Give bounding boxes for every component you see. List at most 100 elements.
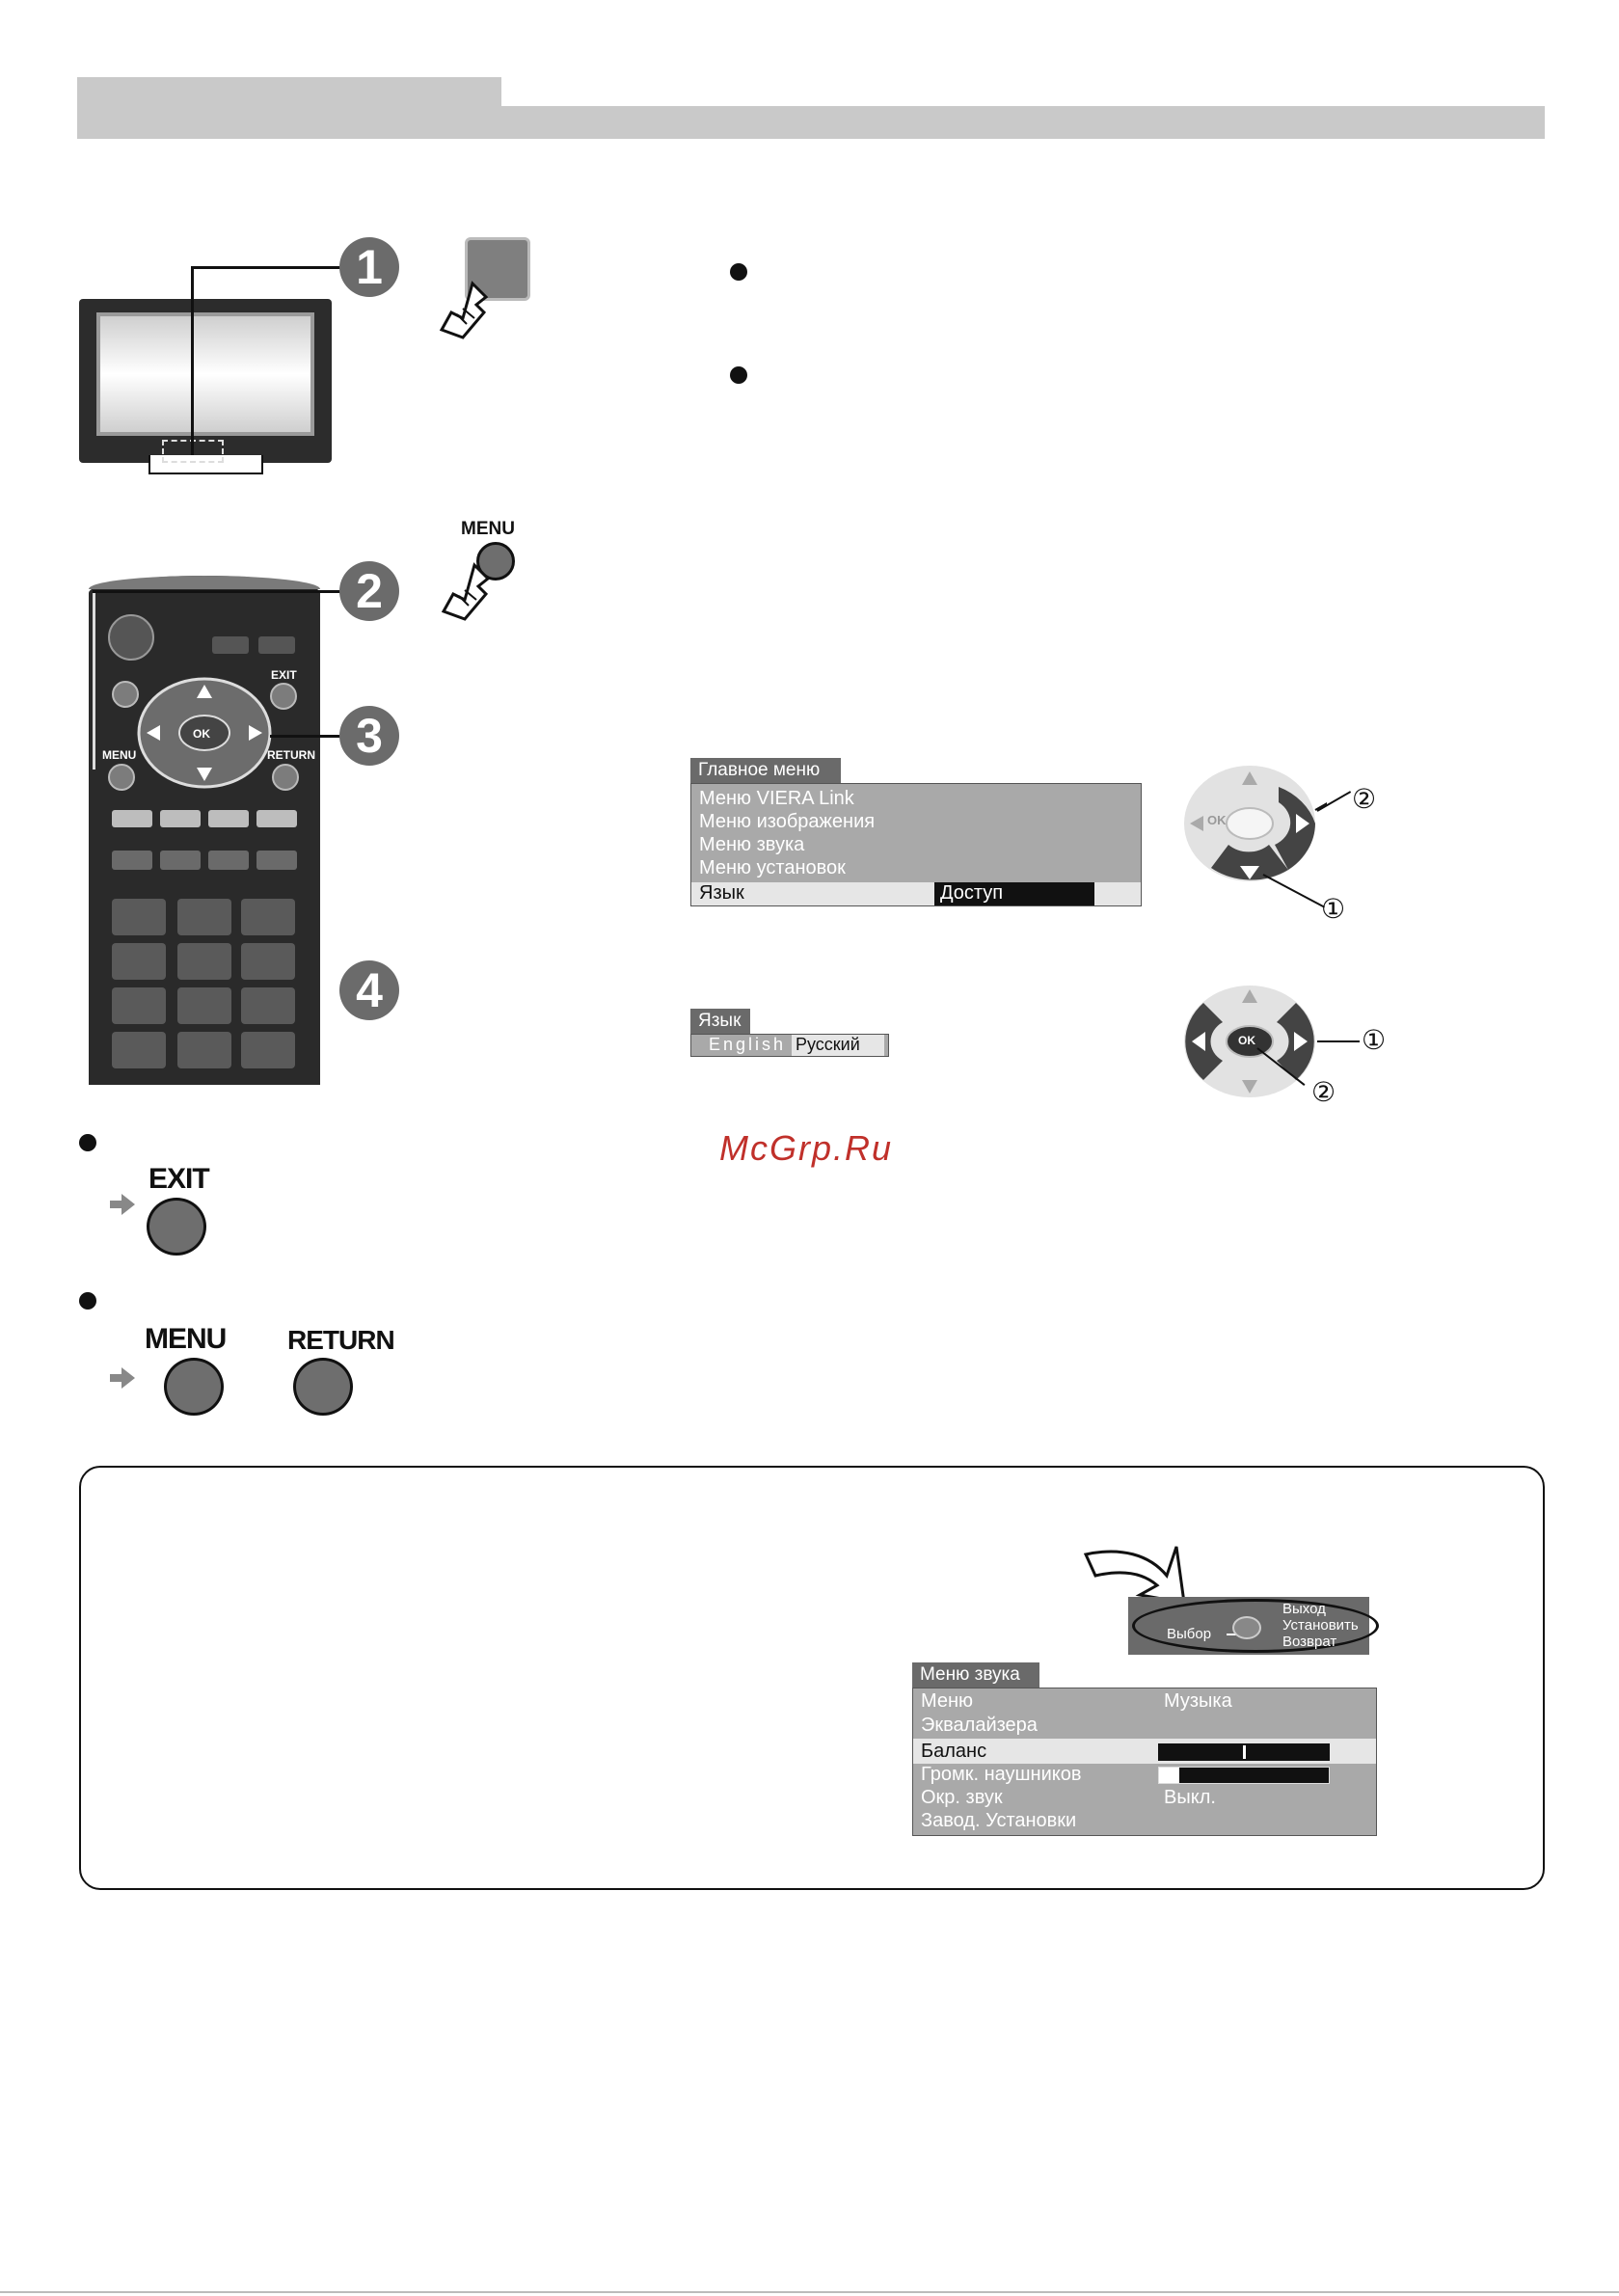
remote-menu-label: MENU <box>102 748 137 762</box>
main-menu-value: Доступ <box>940 882 1004 904</box>
arrow-right-icon <box>110 1194 135 1215</box>
sound-menu-item[interactable]: Завод. Установки <box>921 1810 1077 1831</box>
remote-button <box>208 851 249 870</box>
sound-menu-title: Меню звука <box>912 1662 1039 1688</box>
remote-number-button <box>112 1032 166 1068</box>
main-menu-value-field: Доступ <box>934 882 1094 905</box>
sound-menu-item[interactable]: Эквалайзера <box>921 1715 1038 1736</box>
pointing-hand-icon <box>441 562 491 621</box>
leader-line <box>191 266 194 455</box>
sound-menu-balance-item: Баланс <box>921 1741 987 1762</box>
remote-small-button <box>212 636 249 654</box>
menu-label: MENU <box>145 1323 227 1355</box>
dpad-down-right-icon <box>1184 766 1327 881</box>
remote-number-button <box>177 1032 231 1068</box>
main-menu-item[interactable]: Меню VIERA Link <box>699 788 854 809</box>
remote-button <box>256 851 297 870</box>
marker-2: ② <box>1352 784 1377 814</box>
exit-button[interactable] <box>147 1198 206 1256</box>
language-option-selected[interactable]: Русский <box>792 1035 884 1056</box>
help-exit: Выход <box>1282 1601 1326 1617</box>
help-select: Выбор <box>1167 1626 1212 1642</box>
tv-stand <box>148 455 263 474</box>
mini-dpad-icon <box>1232 1616 1261 1639</box>
tv-button-icon <box>465 237 530 301</box>
dpad-ok-label: OK <box>1207 813 1227 827</box>
remote-color-button <box>160 810 201 827</box>
main-menu-item[interactable]: Меню изображения <box>699 811 876 832</box>
watermark: McGrp.Ru <box>719 1128 894 1168</box>
sound-menu-panel: Меню Музыка Эквалайзера Баланс Громк. на… <box>912 1688 1377 1836</box>
bullet <box>730 263 747 281</box>
remote-number-button <box>241 899 295 935</box>
header-bar <box>77 106 1545 139</box>
language-menu-title: Язык <box>690 1009 750 1034</box>
remote-top-edge <box>89 576 320 589</box>
leader-line <box>270 735 341 738</box>
step-3-badge: 3 <box>339 706 399 766</box>
sound-menu-selected-row[interactable]: Баланс <box>913 1739 1376 1764</box>
main-menu-selected-row[interactable]: Язык Доступ <box>691 882 1141 905</box>
language-option-english[interactable]: English <box>709 1035 787 1054</box>
main-menu-item[interactable]: Меню звука <box>699 834 805 855</box>
remote-number-button <box>112 899 166 935</box>
main-menu-language-item: Язык <box>699 882 744 904</box>
language-menu-panel: English Русский <box>690 1034 889 1057</box>
language-option-russian: Русский <box>796 1035 860 1054</box>
marker-1: ① <box>1321 894 1346 924</box>
main-menu-panel: Меню VIERA Link Меню изображения Меню зв… <box>690 783 1142 906</box>
leader-line <box>191 266 341 269</box>
tv-screen <box>96 312 314 436</box>
sound-menu-value: Выкл. <box>1164 1787 1216 1808</box>
leader-line <box>93 590 95 770</box>
info-box <box>79 1466 1545 1890</box>
bullet <box>79 1134 96 1151</box>
remote-number-button <box>177 943 231 980</box>
sound-menu-item[interactable]: Громк. наушников <box>921 1764 1082 1785</box>
step-1-badge: 1 <box>339 237 399 297</box>
remote-number-button <box>112 987 166 1024</box>
help-return: Возврат <box>1282 1634 1337 1650</box>
remote-small-button <box>258 636 295 654</box>
bullet <box>730 366 747 384</box>
page-bottom-rule <box>0 2291 1619 2293</box>
balance-slider[interactable] <box>1158 1743 1330 1761</box>
remote-color-button <box>208 810 249 827</box>
bullet <box>79 1292 96 1310</box>
remote-color-button <box>112 810 152 827</box>
remote-exit-button <box>270 683 297 710</box>
sound-menu-item[interactable]: Окр. звук <box>921 1787 1003 1808</box>
leader-line <box>1317 1040 1360 1042</box>
balance-slider-marker[interactable] <box>1243 1745 1246 1759</box>
remote-number-button <box>241 1032 295 1068</box>
marker-2: ② <box>1311 1077 1336 1107</box>
headphone-volume-slider[interactable] <box>1158 1767 1330 1784</box>
remote-number-button <box>241 943 295 980</box>
menu-button[interactable] <box>164 1358 224 1416</box>
sound-menu-value: Музыка <box>1164 1690 1232 1712</box>
remote-button <box>160 851 201 870</box>
remote-ok-label: OK <box>193 727 210 741</box>
return-button[interactable] <box>293 1358 353 1416</box>
main-menu-item[interactable]: Меню установок <box>699 857 846 878</box>
main-menu-title: Главное меню <box>690 758 841 783</box>
remote-power-button <box>108 614 154 661</box>
menu-button-label: MENU <box>461 519 515 539</box>
arrow-right-icon <box>110 1367 135 1393</box>
pointing-hand-icon <box>439 281 489 339</box>
menu-button-icon <box>476 542 515 581</box>
return-label: RETURN <box>287 1325 395 1355</box>
help-bar-highlight <box>1132 1599 1379 1653</box>
remote-dpad <box>137 677 272 789</box>
remote-left-button <box>112 681 139 708</box>
remote-button <box>112 851 152 870</box>
remote-return-label: RETURN <box>267 748 315 762</box>
remote-menu-button <box>108 764 135 791</box>
sound-menu-item[interactable]: Меню <box>921 1690 974 1712</box>
step-2-badge: 2 <box>339 561 399 621</box>
exit-label: EXIT <box>148 1163 210 1195</box>
remote-color-button <box>256 810 297 827</box>
marker-1: ① <box>1362 1025 1387 1055</box>
leader-line <box>93 590 341 593</box>
headphone-volume-fill <box>1159 1768 1179 1783</box>
